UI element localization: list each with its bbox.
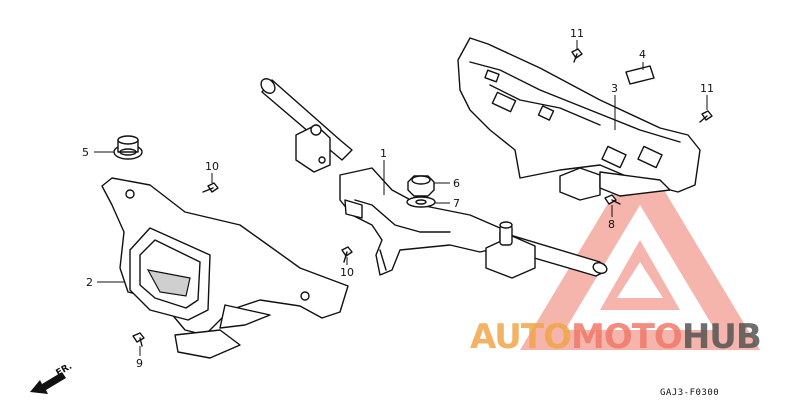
watermark-part-moto: MOTO xyxy=(571,317,682,357)
watermark-part-auto: AUTO xyxy=(470,317,571,357)
leader-lines xyxy=(94,40,708,356)
grommet xyxy=(113,135,143,160)
callout-8: 8 xyxy=(608,218,615,231)
callout-1: 1 xyxy=(380,147,387,160)
nut xyxy=(407,175,435,197)
front-direction-marker: FR. xyxy=(30,362,74,394)
handlebar-pipe xyxy=(260,78,608,279)
bolt-10a xyxy=(202,182,219,193)
bolt-10b xyxy=(341,246,353,263)
callout-9: 9 xyxy=(136,357,143,370)
bolt-11b xyxy=(699,110,713,123)
washer xyxy=(406,196,436,208)
diagram-code: GAJ3-F0300 xyxy=(660,388,719,398)
callout-5: 5 xyxy=(82,146,89,159)
direction-arrow-icon xyxy=(30,372,66,394)
label-plate xyxy=(625,65,655,85)
callout-11b: 11 xyxy=(700,82,714,95)
bolt-9 xyxy=(132,332,145,347)
watermark-part-hub: HUB xyxy=(682,317,761,357)
bolt-8 xyxy=(604,194,621,205)
callout-10b: 10 xyxy=(340,266,354,279)
callout-11a: 11 xyxy=(570,27,584,40)
callout-6: 6 xyxy=(453,177,460,190)
bolt-11a xyxy=(571,48,583,63)
watermark-logo xyxy=(520,150,760,350)
callout-7: 7 xyxy=(453,197,460,210)
handlebar-rear-cover xyxy=(457,37,701,201)
svg-text:AUTOMOTOHUB: AUTOMOTOHUB xyxy=(470,317,761,357)
callout-2: 2 xyxy=(86,276,93,289)
callout-10a: 10 xyxy=(205,160,219,173)
callout-3: 3 xyxy=(611,82,618,95)
watermark-text: AUTOMOTOHUB xyxy=(470,317,762,357)
callout-4: 4 xyxy=(639,48,646,61)
handlebar-front-cover xyxy=(101,177,349,359)
